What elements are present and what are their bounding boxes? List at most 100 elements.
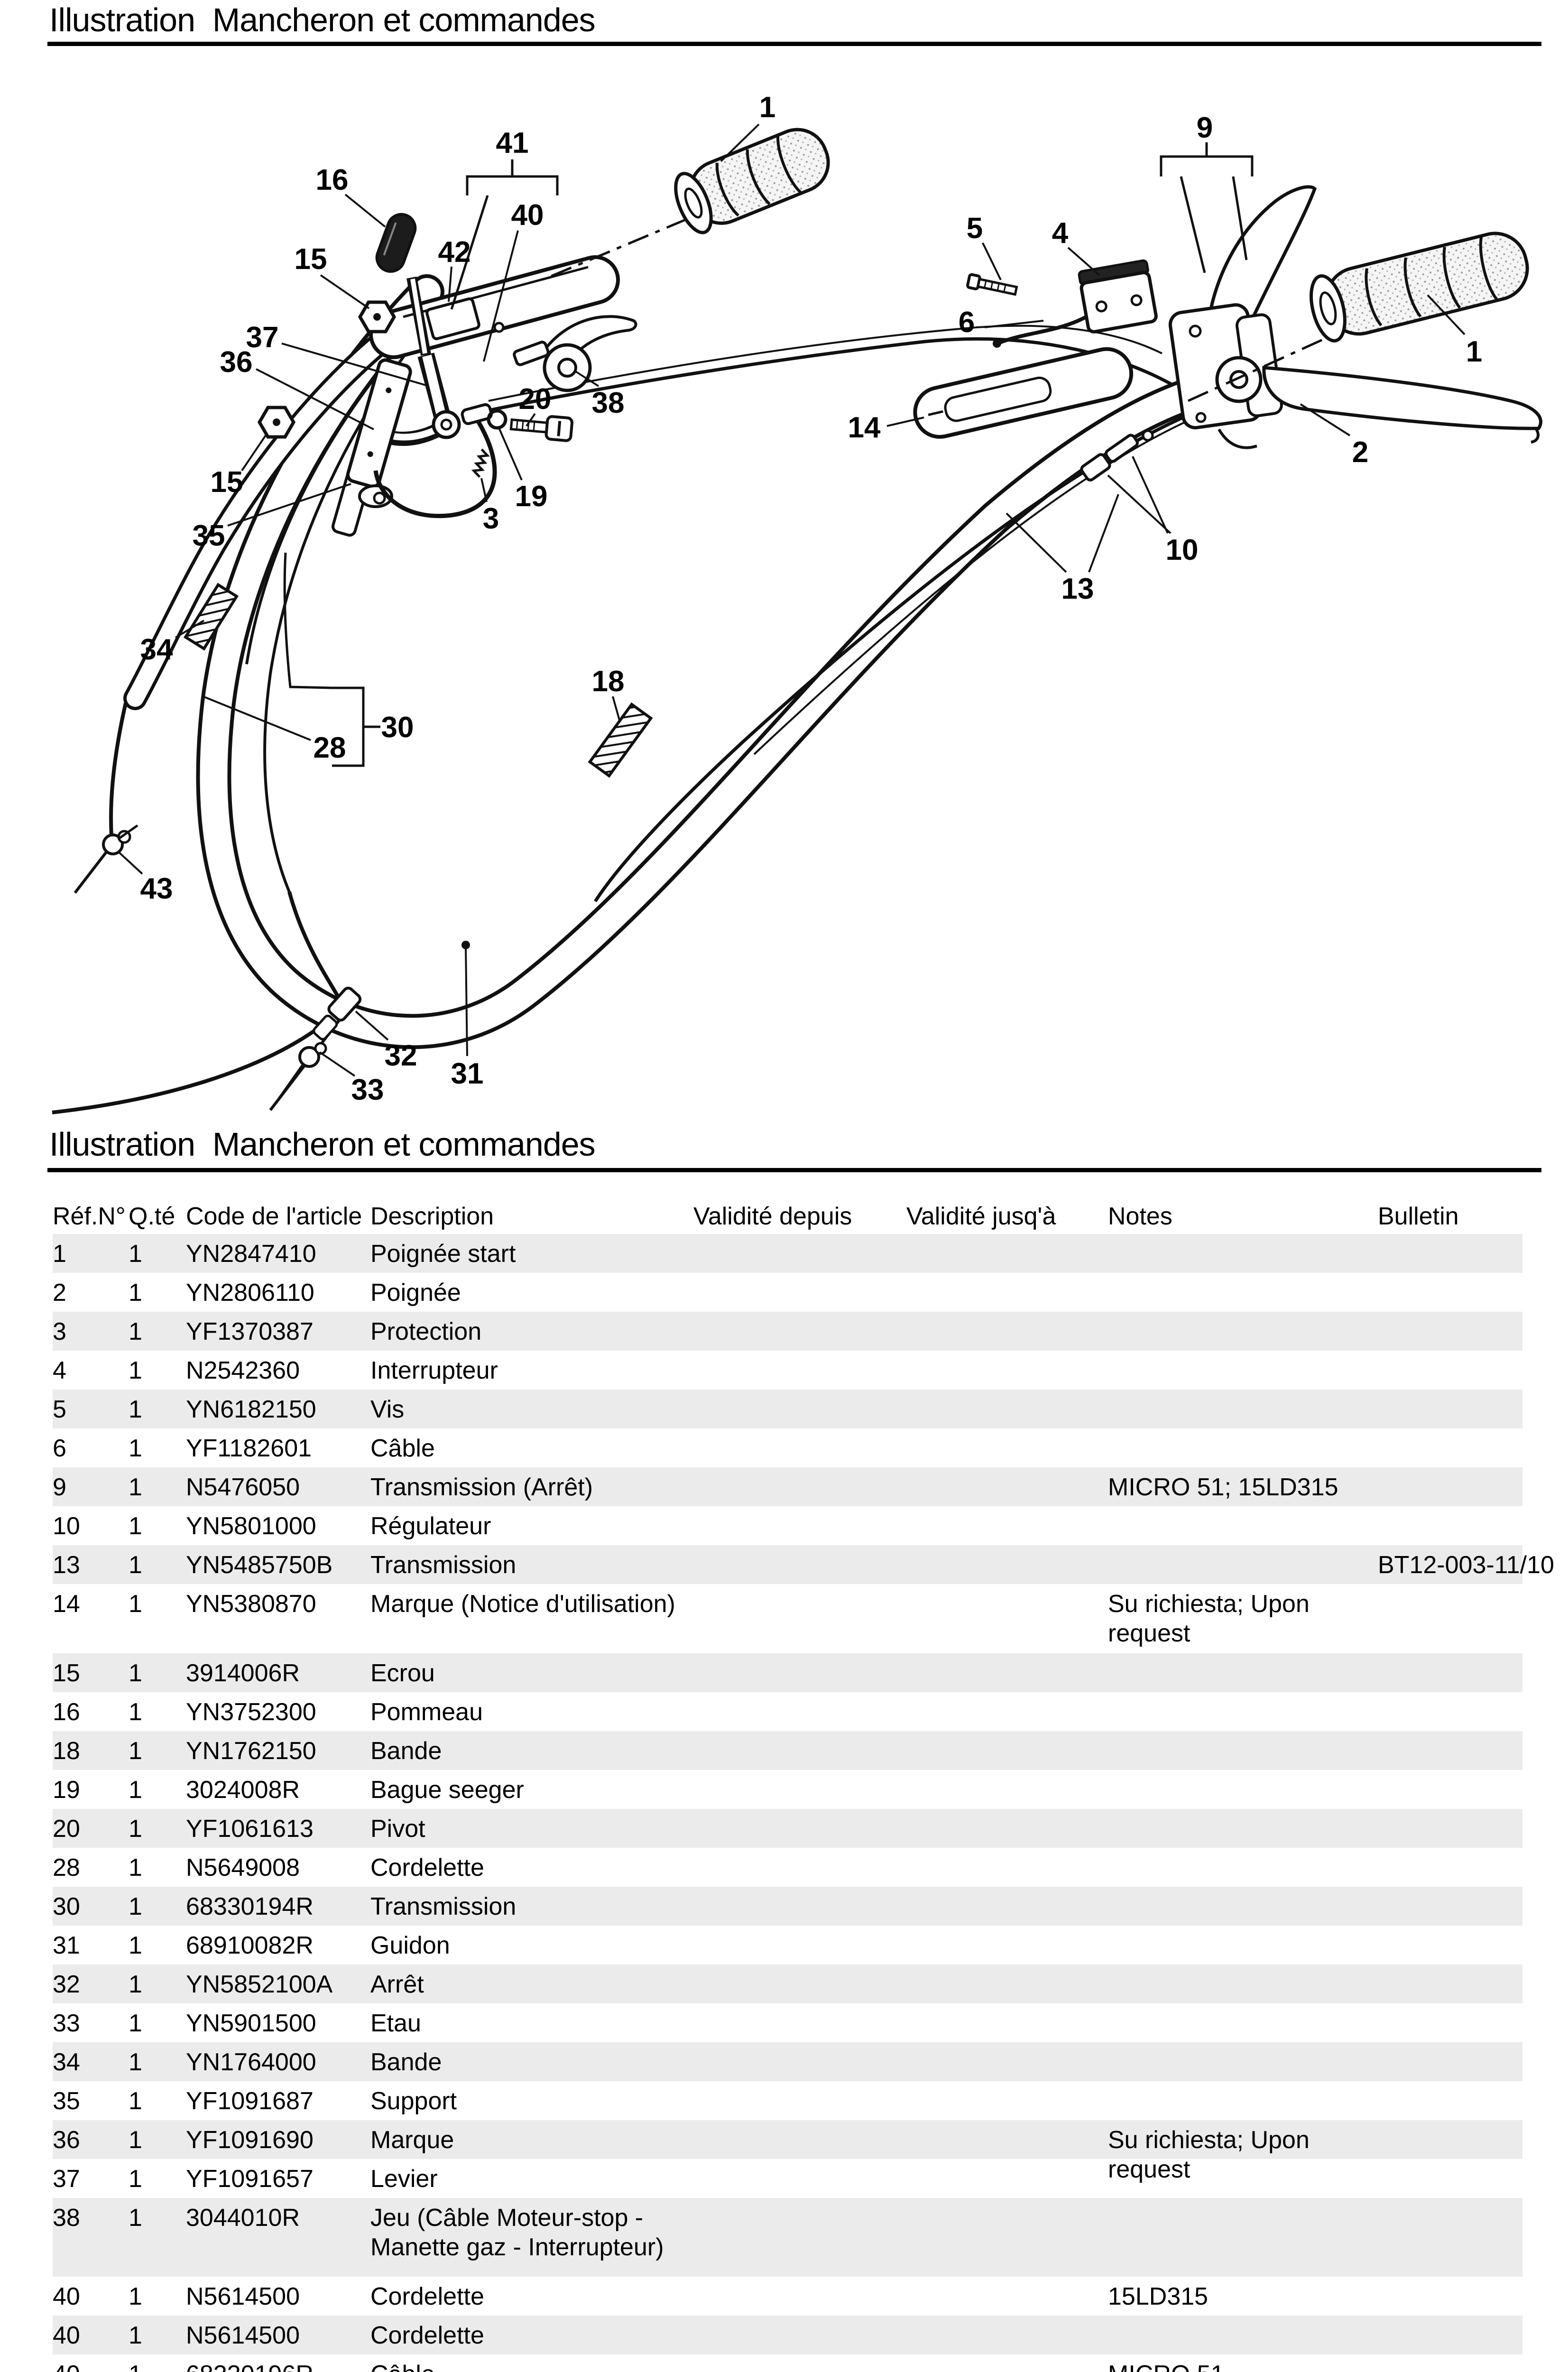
table-row: 40168330196RCâbleMICRO 51: [0, 2354, 1568, 2372]
cell-desc: Transmission: [370, 1551, 517, 1579]
cell-qty: 1: [129, 1512, 142, 1540]
callout-1: 1: [759, 91, 775, 124]
wire-6: [999, 315, 1087, 344]
pivot-bolt-20: [509, 415, 574, 442]
callout-32: 32: [385, 1039, 417, 1072]
callout-brackets: [283, 142, 1254, 767]
ferrule-bottom: [313, 1014, 338, 1041]
cell-qty: 1: [129, 2126, 142, 2154]
cell-qty: 1: [129, 1815, 142, 1843]
cell-notes: 15LD315: [1108, 2283, 1208, 2310]
title-divider: [47, 42, 1541, 46]
cell-ref: 19: [53, 1776, 80, 1804]
cell-notes: Su richiesta; Upon request: [1108, 2126, 1310, 2183]
callout-4: 4: [1052, 217, 1069, 250]
leader-line: [256, 368, 374, 430]
cell-code: YN5485750B: [186, 1551, 333, 1579]
leader-line: [498, 427, 523, 481]
handlebar-tube: [196, 274, 1234, 1049]
right-grip: [1310, 232, 1529, 343]
column-header-qty: Q.té: [129, 1203, 175, 1230]
cell-desc: Câble: [370, 1435, 435, 1462]
leader-line: [483, 230, 519, 362]
cell-code: YF1091687: [186, 2087, 314, 2115]
callout-41: 41: [496, 127, 529, 159]
row-shading: [53, 1390, 1522, 1428]
clamp-33: [276, 1042, 327, 1102]
leader-line: [320, 274, 370, 309]
leader-line: [1427, 294, 1466, 335]
lever-clamp: [1168, 185, 1317, 449]
cell-code: N5649008: [186, 1854, 300, 1881]
row-shading: [53, 1312, 1522, 1351]
cell-ref: 2: [53, 1279, 66, 1306]
cell-code: 3024008R: [186, 1776, 300, 1804]
cell-ref: 38: [53, 2204, 80, 2232]
cell-code: YN3752300: [186, 1698, 316, 1726]
spring-3: [471, 448, 490, 478]
leader-line: [480, 478, 488, 502]
leader-line: [241, 433, 267, 472]
cell-code: 68330194R: [186, 1893, 314, 1920]
callout-43: 43: [140, 872, 173, 905]
cell-qty: 1: [129, 1357, 142, 1384]
row-shading: [53, 1653, 1522, 1692]
leader-line: [574, 370, 600, 387]
callout-28: 28: [314, 732, 346, 764]
cell-desc: Bande: [370, 2048, 442, 2076]
callout-37: 37: [246, 321, 279, 354]
leader-line: [448, 266, 452, 302]
cell-qty: 1: [129, 1698, 142, 1726]
callout-15: 15: [211, 466, 243, 499]
cell-code: YF1061613: [186, 1815, 314, 1843]
guidon-ref-dot: [461, 941, 470, 949]
leader-line: [526, 413, 536, 427]
cell-qty: 1: [129, 1240, 142, 1268]
cell-desc: Arrêt: [370, 1971, 424, 1998]
leader-line: [886, 417, 924, 427]
nut-15-b: [257, 406, 296, 439]
cell-ref: 1: [53, 1240, 66, 1268]
callout-3: 3: [483, 502, 499, 535]
cable-adjusters: [1080, 429, 1154, 482]
cell-desc: Cordelette: [370, 1854, 484, 1881]
cell-code: YN5901500: [186, 2010, 316, 2037]
cell-ref: 15: [53, 1659, 80, 1687]
cell-ref: 28: [53, 1854, 80, 1881]
axis-centerline: [544, 218, 687, 280]
row-shading: [53, 2316, 1522, 2354]
leader-line: [203, 695, 311, 741]
cell-code: YN1764000: [186, 2048, 316, 2076]
start-grip: [674, 128, 830, 234]
callout-36: 36: [220, 346, 253, 379]
cell-qty: 1: [129, 1590, 142, 1618]
knob-16: [375, 213, 461, 446]
cell-qty: 1: [129, 1551, 142, 1579]
row-shading: [53, 1809, 1522, 1848]
column-header-code: Code de l'article: [186, 1203, 362, 1230]
row-shading: [53, 1964, 1522, 2003]
throttle-tube: [369, 255, 620, 359]
table-title: Illustration Mancheron et commandes: [49, 1126, 596, 1163]
cell-qty: 1: [129, 2087, 142, 2115]
row-shading: [53, 1545, 1522, 1584]
row-shading: [53, 2198, 1522, 2277]
leader-line: [1107, 474, 1171, 534]
